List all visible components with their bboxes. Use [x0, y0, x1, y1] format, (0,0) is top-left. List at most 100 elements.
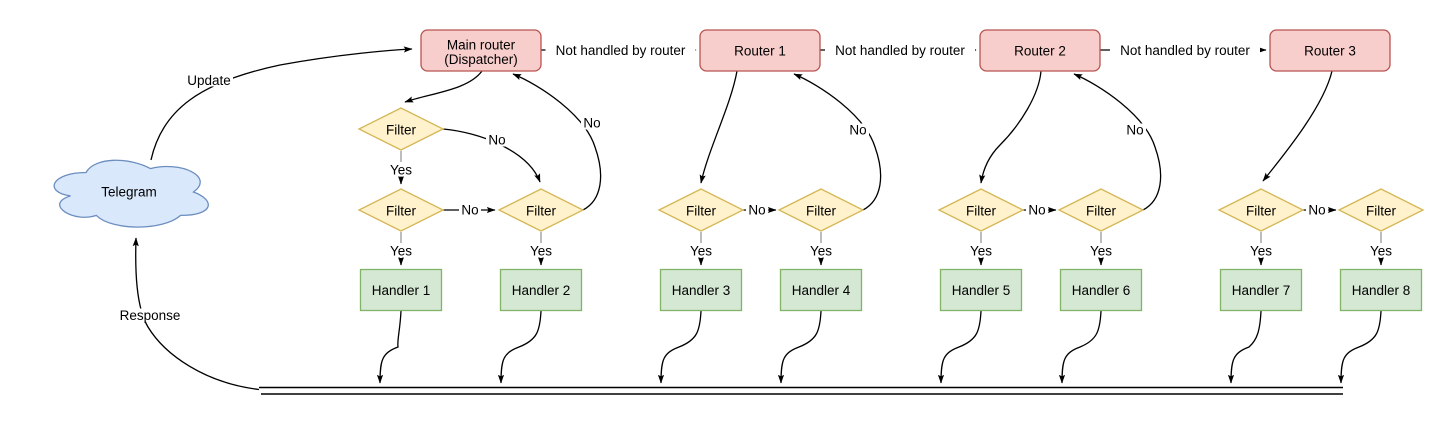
svg-text:Yes: Yes	[1370, 244, 1392, 259]
filter-node: Filter	[1057, 188, 1145, 232]
update-label: Update	[187, 73, 233, 88]
svg-text:No: No	[748, 203, 765, 218]
handler2-to-bus-arrow	[497, 310, 542, 384]
update-arrow	[150, 46, 413, 161]
no-label: No	[1026, 203, 1048, 218]
filter-label: Filter	[386, 204, 417, 219]
handler1-box	[359, 268, 443, 312]
filter-diamond	[1057, 188, 1145, 232]
handler4-to-bus-arrow	[777, 310, 822, 384]
filter-diamond	[777, 188, 865, 232]
label-background	[1367, 244, 1395, 258]
handler7-box	[1219, 268, 1303, 312]
no-label: No	[581, 116, 603, 131]
handler5-box	[939, 268, 1023, 312]
router3-node: Router 3	[1269, 29, 1391, 72]
handler5-node: Handler 5	[939, 268, 1023, 312]
no-label: No	[847, 123, 869, 138]
svg-text:Yes: Yes	[390, 163, 412, 178]
svg-text:No: No	[1308, 203, 1325, 218]
filter-node: Filter	[497, 188, 585, 232]
not-handled-label-2: Not handled by router	[825, 42, 975, 58]
svg-text:Yes: Yes	[1090, 244, 1112, 259]
filter-node: Filter	[357, 107, 445, 151]
yes-label: Yes	[1087, 244, 1115, 259]
handler3-label: Handler 3	[672, 283, 731, 298]
handler3-to-bus-arrow	[657, 310, 702, 384]
main-router-node: Main router (Dispatcher)	[420, 29, 542, 72]
handler7-to-bus-arrow	[1227, 310, 1262, 384]
handler1-node: Handler 1	[359, 268, 443, 312]
filter-node: Filter	[357, 188, 445, 232]
label-background	[459, 203, 481, 217]
label-background	[807, 244, 835, 258]
handler4-node: Handler 4	[779, 268, 863, 312]
not-handled-label-3: Not handled by router	[1110, 42, 1260, 58]
yes-label: Yes	[687, 244, 715, 259]
router2-loopback-no-arrow	[1073, 73, 1162, 211]
label-background	[1306, 203, 1328, 217]
filter-label: Filter	[526, 204, 557, 219]
filter-node: Filter	[657, 188, 745, 232]
nodes-layer: Telegram Main router (Dispatcher) Router…	[53, 29, 1425, 312]
handler3-box	[659, 268, 743, 312]
handler7-node: Handler 7	[1219, 268, 1303, 312]
label-background	[1110, 42, 1260, 58]
filter-label: Filter	[806, 204, 837, 219]
not-handled-label-1: Not handled by router	[545, 42, 696, 58]
handler6-label: Handler 6	[1072, 283, 1131, 298]
router1-to-filter-arrow	[699, 70, 738, 184]
filter-diamond	[357, 188, 445, 232]
handler5-label: Handler 5	[952, 283, 1011, 298]
filter-diamond	[657, 188, 745, 232]
handler8-box	[1339, 268, 1423, 312]
router1-node: Router 1	[699, 29, 821, 72]
main-loopback-no-arrow	[512, 73, 602, 211]
filter-label: Filter	[686, 204, 717, 219]
svg-text:No: No	[583, 116, 600, 131]
label-background	[581, 116, 603, 130]
svg-text:Update: Update	[187, 73, 231, 88]
cloud-shape	[53, 159, 209, 228]
svg-text:Yes: Yes	[690, 244, 712, 259]
label-background	[387, 244, 415, 258]
svg-text:Yes: Yes	[390, 244, 412, 259]
handler1-to-bus-arrow	[376, 310, 402, 384]
yes-label: Yes	[1247, 244, 1275, 259]
svg-text:No: No	[1028, 203, 1045, 218]
no-label: No	[486, 133, 508, 148]
filter-node: Filter	[1217, 188, 1305, 232]
handler3-node: Handler 3	[659, 268, 743, 312]
router2-label: Router 2	[1014, 44, 1066, 59]
handler8-node: Handler 8	[1339, 268, 1423, 312]
telegram-node: Telegram	[53, 159, 209, 228]
main-router-label-line1: Main router	[447, 38, 516, 53]
filter-node: Filter	[777, 188, 865, 232]
main-router-to-filter-arrow	[404, 70, 483, 103]
response-label: Response	[119, 308, 182, 323]
main-router-label-line2: (Dispatcher)	[444, 52, 518, 67]
handler8-to-bus-arrow	[1337, 310, 1382, 384]
router3-box	[1269, 29, 1391, 72]
handler6-node: Handler 6	[1059, 268, 1143, 312]
router3-label: Router 3	[1304, 44, 1356, 59]
svg-text:Response: Response	[120, 308, 181, 323]
label-background	[527, 244, 555, 258]
svg-text:Not handled by router: Not handled by router	[1120, 43, 1250, 58]
filter-diamond	[1337, 188, 1425, 232]
router1-label: Router 1	[734, 44, 786, 59]
svg-text:Yes: Yes	[970, 244, 992, 259]
handler6-to-bus-arrow	[1058, 310, 1102, 384]
router3-to-filter-arrow	[1262, 70, 1333, 182]
filter-diamond	[497, 188, 585, 232]
router2-node: Router 2	[979, 29, 1101, 72]
filter-label: Filter	[1246, 204, 1277, 219]
handler5-to-bus-arrow	[937, 310, 982, 384]
label-background	[746, 203, 768, 217]
handler1-label: Handler 1	[372, 283, 431, 298]
svg-text:No: No	[461, 203, 478, 218]
filter-diamond	[357, 107, 445, 151]
label-background	[967, 244, 995, 258]
router1-box	[699, 29, 821, 72]
filter-node: Filter	[937, 188, 1025, 232]
